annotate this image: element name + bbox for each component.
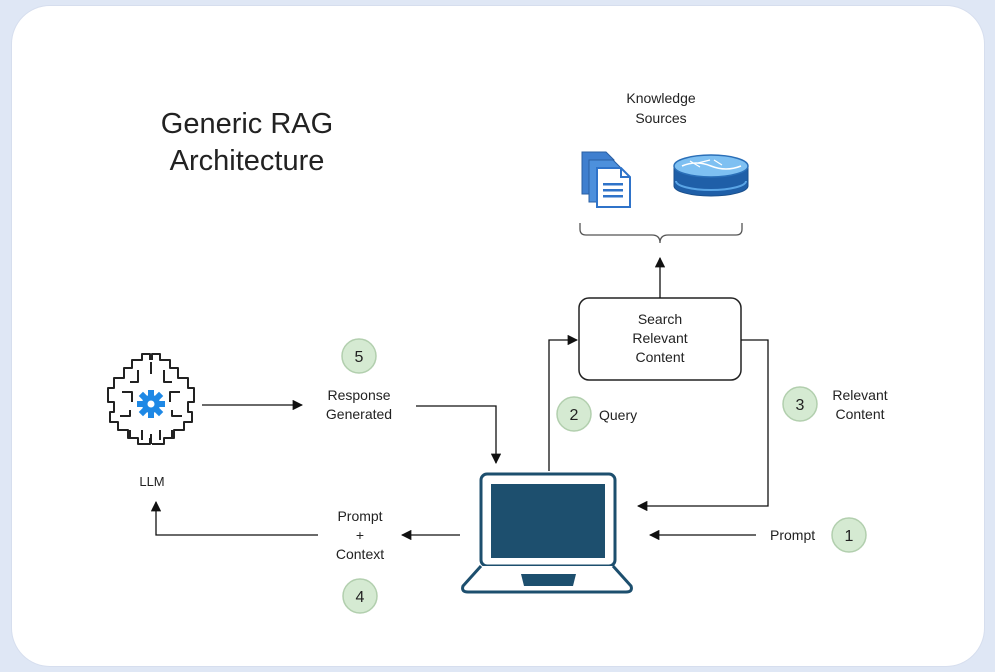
- arrow-relevant-content: [636, 339, 769, 512]
- arrow-to-llm: [150, 500, 318, 536]
- step-3-badge: [782, 386, 818, 422]
- step-3-number: 3: [796, 397, 805, 414]
- step-4-number: 4: [356, 589, 365, 606]
- search-box-label-2: Relevant: [632, 330, 687, 346]
- step-2-number: 2: [570, 407, 579, 424]
- relevant-label-1: Relevant: [832, 387, 887, 403]
- step-5-badge: [341, 338, 377, 374]
- prompt-label: Prompt: [770, 527, 815, 543]
- arrow-query: [548, 334, 579, 471]
- response-label-2: Generated: [326, 406, 392, 422]
- search-box-label-1: Search: [638, 311, 682, 327]
- prompt-context-label-1: Prompt: [337, 508, 382, 524]
- step-1-number: 1: [845, 528, 854, 545]
- step-5-number: 5: [355, 349, 364, 366]
- step-4-badge: [342, 578, 378, 614]
- diagram-title-line-2: Architecture: [170, 145, 325, 177]
- search-box-label-3: Content: [635, 349, 684, 365]
- llm-label: LLM: [139, 474, 164, 489]
- step-1-badge: [831, 517, 867, 553]
- response-label-1: Response: [327, 387, 390, 403]
- step-2-badge: [556, 396, 592, 432]
- query-label: Query: [599, 407, 637, 423]
- documents-icon: [581, 151, 631, 208]
- arrow-response-to-laptop: [416, 405, 502, 465]
- relevant-label-2: Content: [835, 406, 884, 422]
- llm-brain-icon: [107, 353, 195, 445]
- knowledge-sources-label-2: Sources: [635, 110, 686, 126]
- prompt-context-label-3: Context: [336, 546, 384, 562]
- database-icon: [673, 154, 749, 197]
- laptop-icon: [461, 472, 633, 594]
- knowledge-brace: [579, 223, 743, 244]
- knowledge-sources-label-1: Knowledge: [626, 90, 695, 106]
- diagram-title-line-1: Generic RAG: [161, 108, 333, 140]
- prompt-context-label-2: +: [356, 527, 364, 543]
